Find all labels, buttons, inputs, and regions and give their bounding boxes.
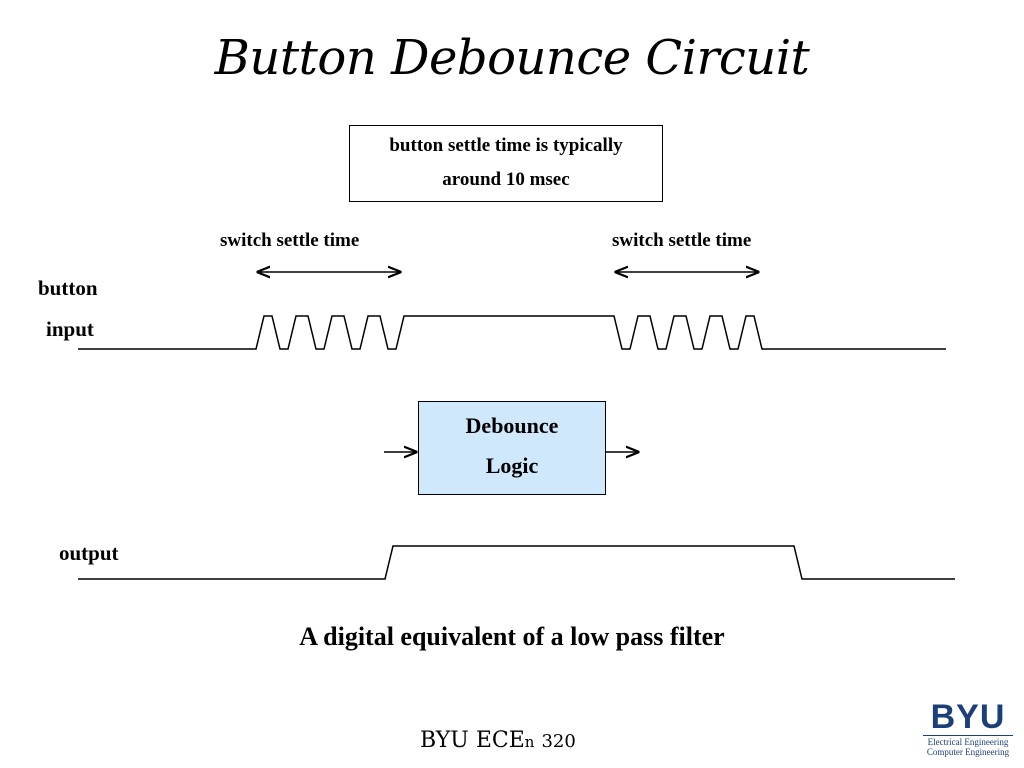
block-line-1: Debounce — [465, 413, 559, 438]
input-label: input — [46, 317, 94, 341]
footer-small: n — [524, 733, 535, 751]
block-line-2: Logic — [485, 453, 539, 478]
button-label: button — [38, 276, 98, 300]
note-line-1: button settle time is typically — [389, 135, 623, 156]
settle-label-left: switch settle time — [220, 230, 360, 251]
settle-time-note: button settle time is typically around 1… — [349, 125, 663, 202]
note-line-2: around 10 msec — [442, 169, 570, 190]
settle-label-right: switch settle time — [612, 230, 752, 251]
footer: BYU ECEn 320 — [420, 728, 576, 753]
footer-number: 320 — [541, 731, 576, 752]
output-waveform — [78, 545, 955, 580]
caption: A digital equivalent of a low pass filte… — [299, 622, 725, 651]
debounce-logic-block: Debounce Logic — [418, 401, 606, 495]
logo-mark: BYU — [930, 698, 1006, 736]
slide-title: Button Debounce Circuit — [214, 30, 810, 86]
button-input-waveform — [78, 315, 946, 350]
byu-logo: BYU Electrical Engineering Computer Engi… — [921, 700, 1015, 760]
logo-line-2: Computer Engineering — [926, 747, 1010, 757]
output-label: output — [59, 541, 119, 565]
logo-line-1: Electrical Engineering — [927, 737, 1009, 747]
logo-divider — [923, 735, 1013, 736]
footer-main: BYU ECE — [420, 728, 525, 753]
